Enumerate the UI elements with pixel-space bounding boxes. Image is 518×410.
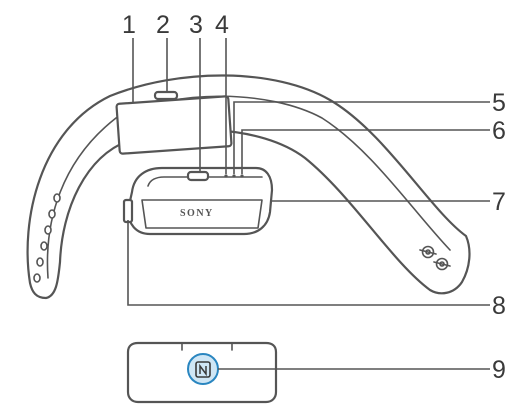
callout-2: 2 [156,11,170,39]
leader-lines [127,38,490,370]
callout-numbers: 1 2 3 4 5 6 7 8 9 [122,11,506,384]
bottom-view-top-edge [181,342,233,351]
bottom-view [126,341,278,404]
core-unit-face [141,199,263,229]
callout-4: 4 [215,11,229,39]
callout-7: 7 [492,188,506,216]
callout-6: 6 [492,117,506,145]
power-key [186,170,210,182]
charger-port [122,198,134,224]
callout-8: 8 [492,292,506,320]
strap-holes [33,193,61,283]
core-unit-body [126,166,274,236]
led-3 [240,174,244,178]
led-2 [232,174,236,178]
callout-3: 3 [189,11,203,39]
core-unit-top-edge [147,176,263,187]
strap-top-clip [153,90,179,101]
strap-buckle-pins [419,245,451,271]
callout-9: 9 [492,356,506,384]
brand-logo: SONY [180,208,214,219]
nfc-icon [195,361,211,378]
callout-5: 5 [492,89,506,117]
strap-window [115,95,233,155]
core-unit: SONY [122,166,274,236]
led-1 [224,174,228,178]
callout-1: 1 [122,11,136,39]
